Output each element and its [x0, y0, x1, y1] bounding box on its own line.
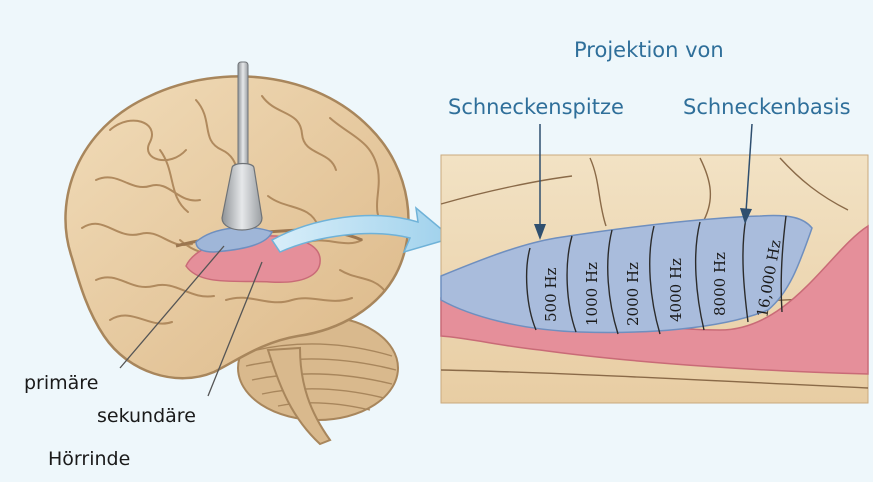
projection-title: Projektion von [574, 38, 724, 62]
band-label-1000: 1000 Hz [583, 262, 601, 326]
band-label-8000: 8000 Hz [711, 252, 729, 316]
base-label: Schneckenbasis [683, 95, 851, 119]
band-label-500: 500 Hz [542, 268, 560, 322]
band-label-2000: 2000 Hz [624, 262, 642, 326]
band-label-4000: 4000 Hz [667, 258, 685, 322]
apex-label: Schneckenspitze [448, 95, 624, 119]
primary-label: primäre [24, 372, 98, 394]
brain-illustration [65, 62, 408, 444]
cortex-label: Hörrinde [48, 448, 130, 470]
magnified-cortex-panel: 500 Hz 1000 Hz 2000 Hz 4000 Hz 8000 Hz 1… [441, 124, 868, 403]
secondary-label: sekundäre [97, 405, 196, 427]
